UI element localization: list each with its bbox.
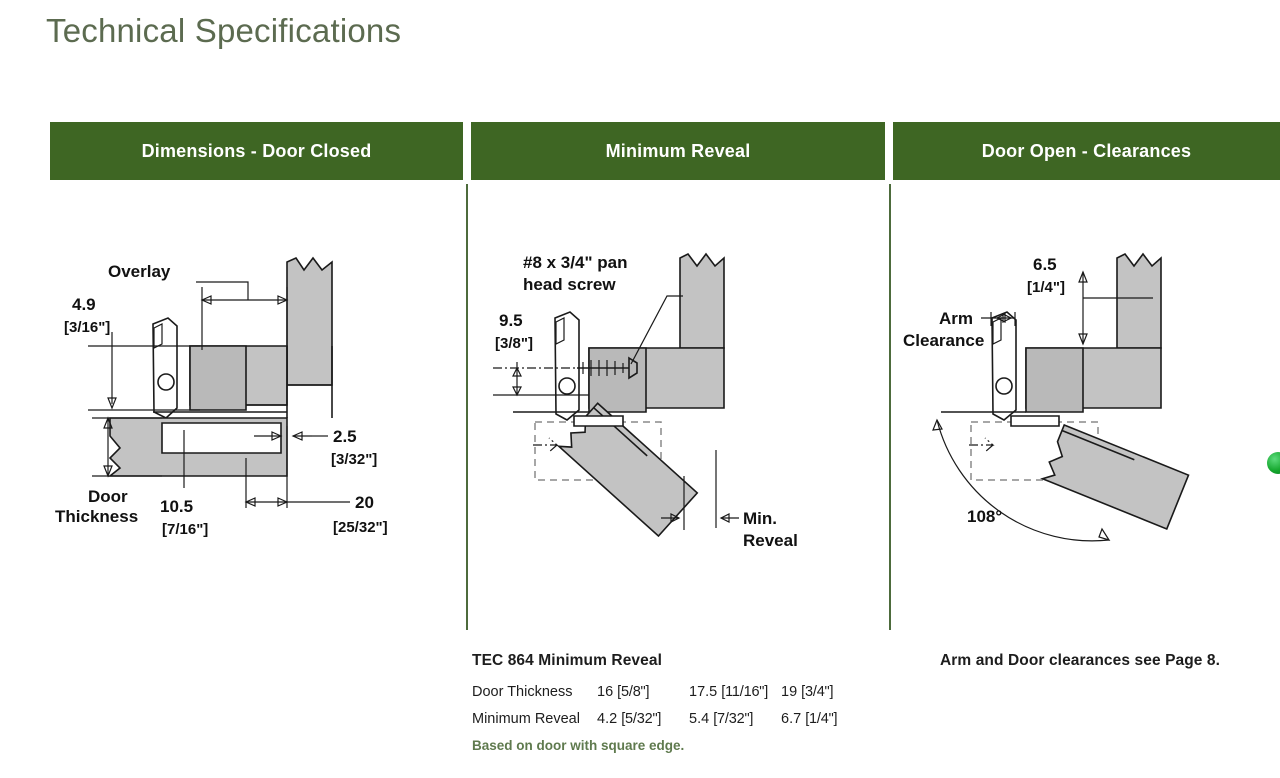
dimension-2-5-imperial: [3/32"] [331, 451, 377, 468]
dimension-4-9-imperial: [3/16"] [64, 319, 110, 336]
spec-metric: 16 [597, 684, 614, 700]
column-header-dimensions-door-closed: Dimensions - Door Closed [50, 122, 463, 180]
dimension-9-5-imperial: [3/8"] [495, 335, 533, 352]
column-header-minimum-reveal: Minimum Reveal [471, 122, 885, 180]
spec-row-door-thickness: Door Thickness 16 [5/8"] 17.5 [11/16"] 1… [472, 684, 892, 700]
spec-metric: 17.5 [689, 684, 718, 700]
spec-row-minimum-reveal: Minimum Reveal 4.2 [5/32"] 5.4 [7/32"] 6… [472, 711, 892, 727]
min-reveal-label-line1: Min. [743, 509, 777, 528]
spec-imperial: [7/32"] [713, 711, 754, 727]
diagram-door-open-clearances: 6.5 [1/4"] Arm Clearance 108° [893, 240, 1280, 570]
spec-value-minimum-reveal-1: 4.2 [5/32"] [597, 711, 689, 727]
screw-label-line1: #8 x 3/4" pan [523, 253, 627, 272]
min-reveal-label-line2: Reveal [743, 531, 798, 550]
dimension-20-metric: 20 [355, 493, 374, 512]
spec-value-door-thickness-1: 16 [5/8"] [597, 684, 689, 700]
caption-title-tec-864: TEC 864 Minimum Reveal [472, 652, 662, 669]
spec-metric: 4.2 [597, 711, 618, 727]
spec-imperial: [5/8"] [617, 684, 650, 700]
caption-minimum-reveal: TEC 864 Minimum Reveal Door Thickness 16… [472, 652, 892, 753]
column-divider-left [466, 184, 468, 630]
dimension-6-5-metric: 6.5 [1033, 255, 1057, 274]
spec-metric: 5.4 [689, 711, 710, 727]
overlay-label: Overlay [108, 262, 171, 281]
dimension-9-5-metric: 9.5 [499, 311, 523, 330]
arm-clearance-label-line1: Arm [939, 309, 973, 328]
green-bullet-icon [1267, 452, 1280, 474]
dimension-20-imperial: [25/32"] [333, 519, 388, 536]
page-title: Technical Specifications [46, 12, 402, 49]
caption-door-open-clearances: Arm and Door clearances see Page 8. [940, 652, 1280, 684]
screw-label-line2: head screw [523, 275, 616, 294]
angle-108-label: 108° [967, 507, 1002, 526]
diagram-dimensions-door-closed: Overlay 4.9 [3/16"] Door Thickness 2.5 [… [50, 240, 463, 570]
door-thickness-label-line1: Door [88, 487, 128, 506]
diagram-minimum-reveal: #8 x 3/4" pan head screw 9.5 [3/8"] Min.… [471, 240, 885, 570]
spec-imperial: [5/32"] [621, 711, 662, 727]
spec-value-minimum-reveal-3: 6.7 [1/4"] [781, 711, 873, 727]
caption-footnote-square-edge: Based on door with square edge. [472, 738, 685, 753]
spec-label-door-thickness: Door Thickness [472, 684, 573, 700]
dimension-4-9-metric: 4.9 [72, 295, 96, 314]
door-thickness-label-line2: Thickness [55, 507, 138, 526]
column-header-door-open-clearances: Door Open - Clearances [893, 122, 1280, 180]
spec-metric: 6.7 [781, 711, 802, 727]
spec-metric: 19 [781, 684, 798, 700]
dimension-10-5-metric: 10.5 [160, 497, 193, 516]
spec-imperial: [3/4"] [801, 684, 834, 700]
spec-label-minimum-reveal: Minimum Reveal [472, 711, 580, 727]
dimension-2-5-metric: 2.5 [333, 427, 357, 446]
spec-value-door-thickness-2: 17.5 [11/16"] [689, 684, 781, 700]
dimension-6-5-imperial: [1/4"] [1027, 279, 1065, 296]
spec-imperial: [1/4"] [805, 711, 838, 727]
caption-title-arm-door-clearances: Arm and Door clearances see Page 8. [940, 652, 1221, 669]
spec-value-door-thickness-3: 19 [3/4"] [781, 684, 873, 700]
spec-imperial: [11/16"] [721, 684, 769, 700]
dimension-10-5-imperial: [7/16"] [162, 521, 208, 538]
spec-value-minimum-reveal-2: 5.4 [7/32"] [689, 711, 781, 727]
column-divider-right [889, 184, 891, 630]
arm-clearance-label-line2: Clearance [903, 331, 984, 350]
